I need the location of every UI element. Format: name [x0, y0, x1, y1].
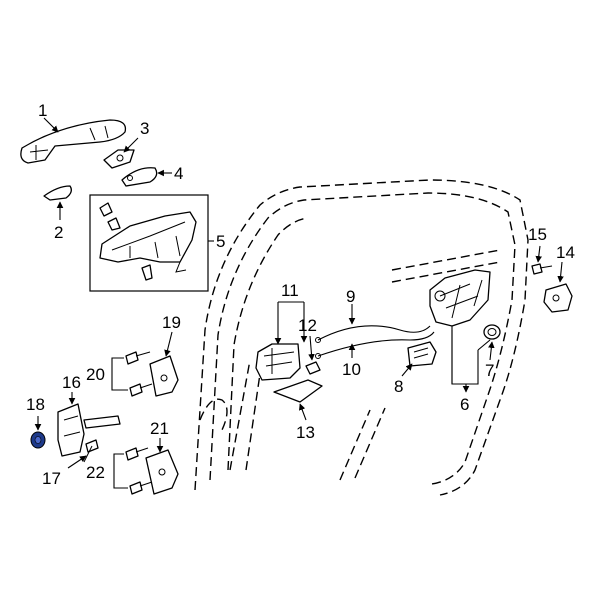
callout-13: 13: [296, 423, 315, 442]
lock-actuator-part: [407, 341, 437, 367]
callout-15: 15: [528, 225, 547, 244]
callout-1: 1: [38, 101, 47, 120]
striker-bolt-part: [531, 263, 553, 275]
upper-hinge-part: [149, 355, 179, 397]
callout-6: 6: [460, 395, 469, 414]
callout-2: 2: [54, 223, 63, 242]
frame-box: [89, 194, 209, 292]
grommet-part: [30, 431, 46, 449]
callout-14: 14: [556, 243, 575, 262]
callout-21: 21: [150, 419, 169, 438]
callout-20: 20: [86, 365, 105, 384]
callout-8: 8: [394, 377, 403, 396]
callout-labels: 1 2 3 4 5 6 7 8 9 10 11 12 13 14 15 16 1…: [26, 101, 575, 488]
check-bolt-part: [83, 439, 99, 463]
callout-10: 10: [342, 360, 361, 379]
door-latch-part: [429, 269, 491, 327]
callout-11: 11: [281, 281, 299, 300]
upper-hinge-bolt-part: [125, 351, 153, 397]
callout-17: 17: [42, 469, 61, 488]
callout-3: 3: [140, 119, 149, 138]
inside-handle-part: [255, 343, 301, 381]
callout-16: 16: [62, 373, 81, 392]
latch-cap-part: [483, 324, 501, 340]
callout-4: 4: [174, 164, 183, 183]
callout-12: 12: [298, 316, 317, 335]
door-check-part: [57, 403, 121, 457]
handle-gasket-part: [121, 167, 158, 187]
callout-19: 19: [162, 313, 181, 332]
callout-9: 9: [346, 287, 355, 306]
outside-handle-part: [20, 119, 127, 164]
handle-pad-part: [103, 149, 135, 169]
callout-7: 7: [485, 361, 494, 380]
handle-frame-part: [99, 202, 197, 281]
handle-cover-part: [43, 185, 72, 201]
bezel-part: [273, 379, 323, 403]
callout-18: 18: [26, 395, 45, 414]
lower-hinge-bolt-part: [125, 447, 153, 495]
release-cable-part: [315, 331, 435, 359]
lock-cable-part: [315, 325, 431, 343]
leader-lines: [34, 117, 564, 489]
door-outline: [194, 179, 529, 496]
callout-5: 5: [216, 232, 225, 251]
callout-22: 22: [86, 463, 105, 482]
lower-hinge-part: [145, 449, 179, 495]
striker-part: [543, 283, 573, 313]
clip-part: [305, 361, 321, 375]
